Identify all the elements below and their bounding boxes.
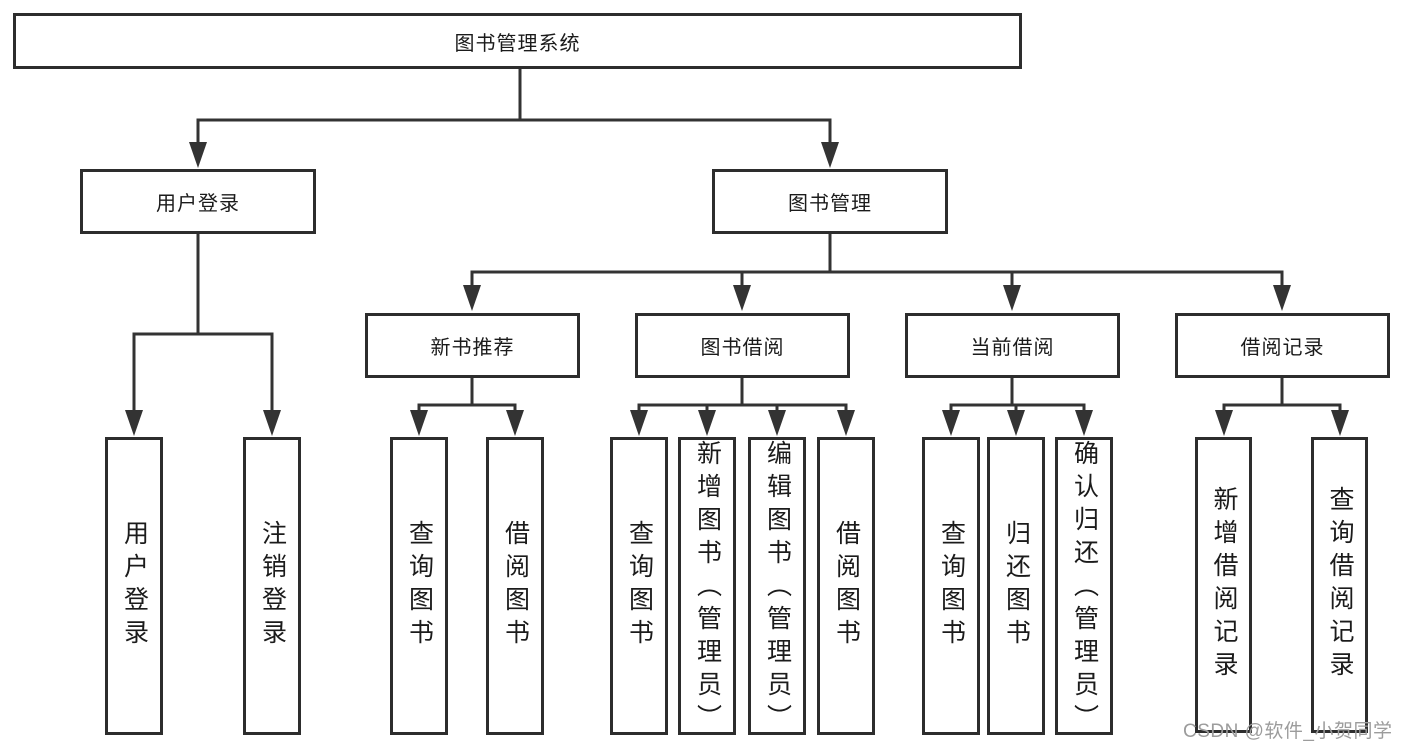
leaf-borrow-book: 借阅图书 [817,437,875,735]
leaf-return-book: 归还图书 [987,437,1045,735]
node-borrow-record: 借阅记录 [1175,313,1390,378]
leaf-recommend-borrow-book: 借阅图书 [486,437,544,735]
leaf-logout: 注销登录 [243,437,301,735]
leaf-recommend-query-book: 查询图书 [390,437,448,735]
leaf-add-book-admin: 新增图书（管理员） [678,437,736,737]
leaf-confirm-return-admin: 确认归还（管理员） [1055,437,1113,737]
node-book-borrow: 图书借阅 [635,313,850,378]
leaf-query-borrow-record: 查询借阅记录 [1311,437,1368,733]
leaf-current-query-book: 查询图书 [922,437,980,735]
node-new-book-recommend: 新书推荐 [365,313,580,378]
node-current-borrow: 当前借阅 [905,313,1120,378]
node-book-management: 图书管理 [712,169,948,234]
leaf-borrow-query-book: 查询图书 [610,437,668,735]
leaf-edit-book-admin: 编辑图书（管理员） [748,437,806,737]
leaf-user-login: 用户登录 [105,437,163,735]
leaf-add-borrow-record: 新增借阅记录 [1195,437,1252,733]
csdn-watermark: CSDN @软件_小贺同学 [1183,721,1393,742]
node-root-system: 图书管理系统 [13,13,1022,69]
node-user-login: 用户登录 [80,169,316,234]
